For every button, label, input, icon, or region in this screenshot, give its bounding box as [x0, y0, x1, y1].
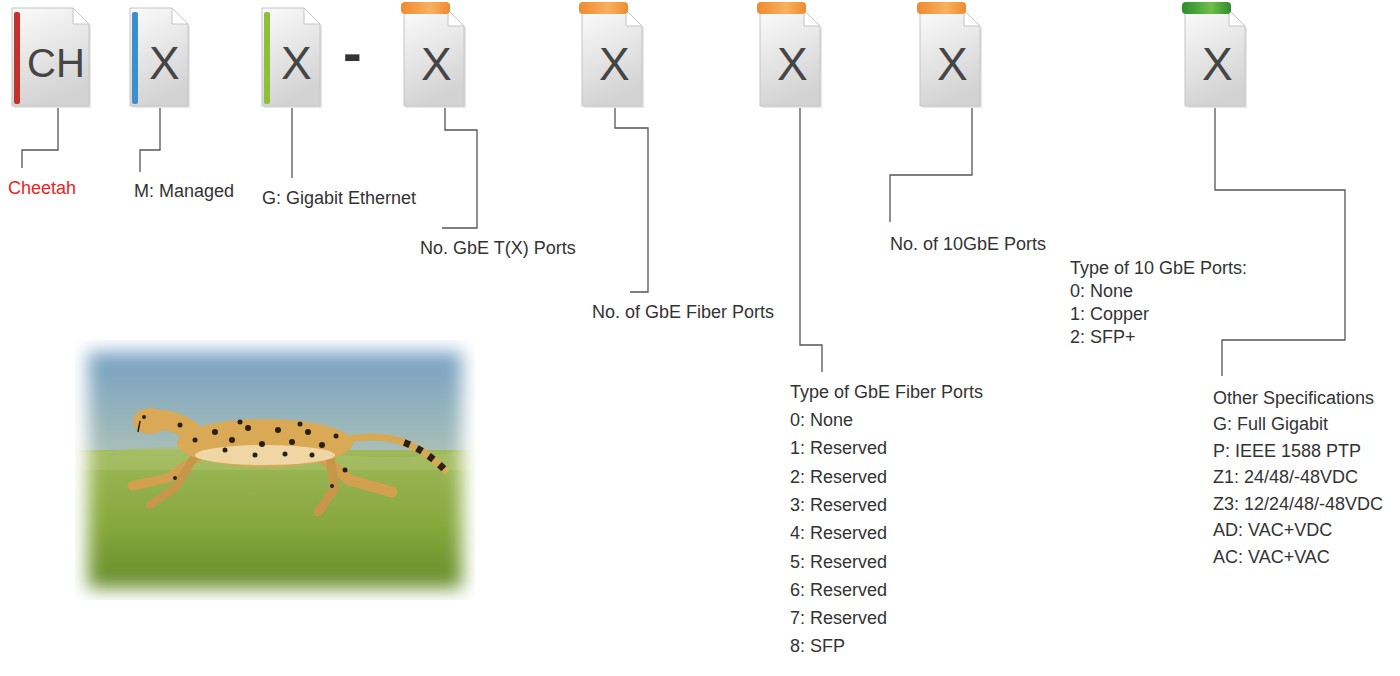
icon-page [760, 10, 820, 106]
field-label: No. of 10GbE Ports [890, 234, 1046, 256]
leader-line [615, 108, 648, 292]
code-icon: X [760, 2, 820, 106]
field-label: 8: SFP [790, 636, 845, 658]
leader-line [291, 108, 292, 178]
color-ribbon [132, 12, 138, 104]
field-label: No. GbE T(X) Ports [420, 238, 576, 260]
color-ribbon [401, 2, 450, 14]
leader-line [140, 108, 160, 172]
leader-line [1215, 108, 1345, 376]
code-icon: X [920, 2, 980, 106]
code-letter: X [777, 41, 808, 87]
field-label: Z3: 12/24/48/-48VDC [1213, 494, 1383, 516]
color-ribbon [579, 2, 628, 14]
icon-page [1185, 10, 1245, 106]
code-letter: X [421, 41, 452, 87]
color-ribbon [264, 12, 270, 104]
field-label: Type of GbE Fiber Ports [790, 382, 983, 404]
leader-line [800, 108, 822, 372]
field-label: Cheetah [8, 178, 76, 200]
code-icon: X [1185, 2, 1245, 106]
field-label: 1: Reserved [790, 438, 887, 460]
field-label: 2: Reserved [790, 467, 887, 489]
icon-page [920, 10, 980, 106]
code-letter: X [1202, 41, 1233, 87]
leader-line [442, 108, 477, 228]
code-letter: X [149, 40, 180, 86]
leader-line [22, 108, 1345, 376]
page-fold [172, 8, 188, 24]
field-label: P: IEEE 1588 PTP [1213, 441, 1361, 463]
field-label: 7: Reserved [790, 608, 887, 630]
field-label: AD: VAC+VDC [1213, 520, 1332, 542]
code-letter: X [937, 41, 968, 87]
page-fold [448, 10, 464, 26]
icon-page [404, 10, 464, 106]
field-label: G: Full Gigabit [1213, 414, 1328, 436]
color-ribbon [14, 12, 20, 104]
field-label: 6: Reserved [790, 580, 887, 602]
page-fold [804, 10, 820, 26]
code-icon: X [262, 8, 320, 106]
field-label: 3: Reserved [790, 495, 887, 517]
page-fold [73, 8, 89, 24]
icon-page [130, 8, 188, 106]
code-letter: X [281, 40, 312, 86]
code-letter: X [599, 41, 630, 87]
code-letter: CH [27, 43, 85, 83]
field-label: 1: Copper [1070, 304, 1149, 326]
field-label: 5: Reserved [790, 552, 887, 574]
page-fold [304, 8, 320, 24]
field-label: Other Specifications [1213, 388, 1374, 410]
color-ribbon [757, 2, 806, 14]
code-separator: - [343, 25, 362, 81]
icon-page [582, 10, 642, 106]
code-icon: X [130, 8, 188, 106]
field-label: M: Managed [134, 181, 234, 203]
field-label: AC: VAC+VAC [1213, 547, 1330, 569]
field-label: Z1: 24/48/-48VDC [1213, 467, 1358, 489]
field-label: 2: SFP+ [1070, 327, 1136, 349]
code-icon: CH [12, 8, 89, 106]
code-icon: X [582, 2, 642, 106]
leader-line [890, 108, 972, 222]
field-label: G: Gigabit Ethernet [262, 188, 416, 210]
color-ribbon [917, 2, 966, 14]
page-fold [1229, 10, 1245, 26]
code-icon: X [404, 2, 464, 106]
page-fold [964, 10, 980, 26]
field-label: No. of GbE Fiber Ports [592, 302, 774, 324]
icon-page [262, 8, 320, 106]
page-fold [626, 10, 642, 26]
field-label: 0: None [790, 410, 853, 432]
color-ribbon [1182, 2, 1231, 14]
field-label: 0: None [1070, 281, 1133, 303]
icon-page [12, 8, 89, 106]
field-label: Type of 10 GbE Ports: [1070, 258, 1247, 280]
leader-line [22, 108, 58, 168]
field-label: 4: Reserved [790, 523, 887, 545]
cheetah-photo [75, 340, 475, 600]
